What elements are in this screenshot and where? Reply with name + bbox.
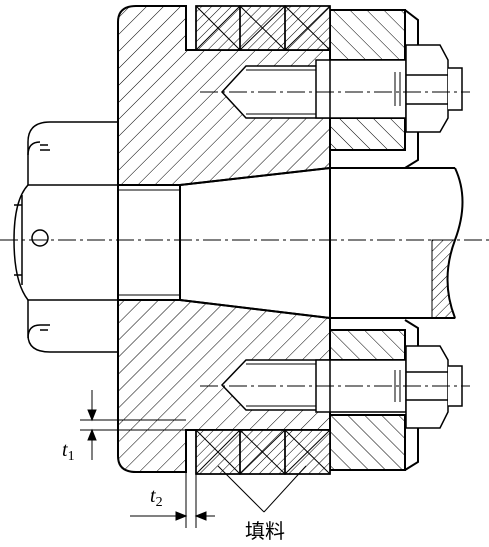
label-t1: t1 (62, 439, 75, 464)
packing-rings-top (195, 5, 331, 51)
packing-rings-bottom (195, 429, 331, 475)
bolt-top (315, 44, 463, 133)
packing-leader (217, 465, 307, 513)
center-lines (0, 91, 489, 387)
dimension-t2 (130, 430, 215, 528)
label-t2: t2 (150, 485, 163, 510)
tapped-hole-bottom (220, 359, 331, 411)
packing-label: 填料 (245, 519, 285, 543)
set-screw-ball (31, 229, 49, 247)
left-end-cap (13, 121, 118, 353)
shaft (330, 167, 464, 319)
dimension-t1 (80, 390, 186, 460)
